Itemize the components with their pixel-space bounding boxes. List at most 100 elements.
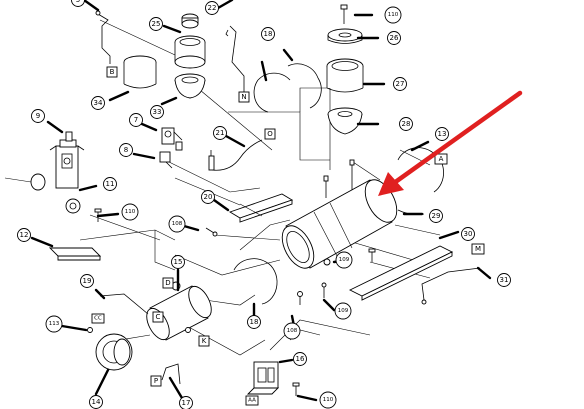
svg-text:CC: CC xyxy=(94,316,102,322)
svg-text:P: P xyxy=(154,377,158,385)
callout-26: 26 xyxy=(387,31,401,45)
svg-text:7: 7 xyxy=(134,116,138,124)
callout-21: 21 xyxy=(213,126,227,140)
part-18-ring-bottom xyxy=(233,258,278,305)
svg-text:15: 15 xyxy=(174,258,183,266)
svg-text:18: 18 xyxy=(264,30,273,38)
part-12-plate xyxy=(48,247,102,261)
callout-110: 110 xyxy=(384,6,402,24)
part-110-screw-bottom xyxy=(292,382,300,396)
callout-113: 113 xyxy=(45,315,63,333)
tag-N: N xyxy=(238,91,250,103)
svg-text:33: 33 xyxy=(153,108,162,116)
tag-O: O xyxy=(264,128,276,140)
callout-29: 29 xyxy=(429,209,443,223)
callout-9: 9 xyxy=(31,109,45,123)
svg-text:13: 13 xyxy=(438,130,447,138)
svg-text:19: 19 xyxy=(83,277,92,285)
part-8-clip xyxy=(159,151,173,169)
svg-text:K: K xyxy=(202,337,207,345)
svg-text:29: 29 xyxy=(432,212,441,220)
tag-AA: AA xyxy=(245,395,259,406)
part-round-gauge xyxy=(4,173,46,191)
part-110-screw-top xyxy=(340,4,348,24)
callout-18-bottom: 18 xyxy=(247,315,261,329)
part-20-rail xyxy=(228,193,294,223)
svg-text:22: 22 xyxy=(208,4,217,12)
part-17-rod xyxy=(161,363,181,385)
part-19-rod xyxy=(99,293,149,315)
part-108-screw-b xyxy=(297,291,303,305)
leader-lines xyxy=(30,0,492,402)
callout-11: 11 xyxy=(103,177,117,191)
callout-30: 30 xyxy=(461,227,475,241)
part-109-screw-a xyxy=(323,248,376,266)
svg-text:27: 27 xyxy=(396,80,405,88)
svg-text:5: 5 xyxy=(76,0,80,4)
tag-A: A xyxy=(434,153,448,165)
svg-text:8: 8 xyxy=(124,146,128,154)
svg-text:AA: AA xyxy=(248,398,256,404)
callout-5: 5 xyxy=(71,0,85,7)
part-26-cap xyxy=(327,28,363,44)
cylinder-pins xyxy=(323,159,355,198)
svg-text:110: 110 xyxy=(388,12,399,18)
letter-tags: B N O A M D CC C K P AA xyxy=(91,66,485,406)
part-28-cup xyxy=(327,107,363,135)
part-9-housing xyxy=(49,131,85,189)
svg-text:N: N xyxy=(241,93,246,101)
svg-text:31: 31 xyxy=(500,276,509,284)
callout-34: 34 xyxy=(91,96,105,110)
tag-CC: CC xyxy=(91,313,105,324)
part-25-cylinder xyxy=(174,13,206,69)
part-30-plate xyxy=(348,245,454,301)
svg-text:18: 18 xyxy=(250,318,259,326)
callout-14: 14 xyxy=(89,395,103,409)
callout-31: 31 xyxy=(497,273,511,287)
svg-text:D: D xyxy=(165,279,170,287)
tag-D: D xyxy=(162,277,174,289)
callout-110-bottom: 110 xyxy=(319,391,337,409)
svg-text:9: 9 xyxy=(36,112,40,120)
callout-8: 8 xyxy=(119,143,133,157)
callout-17: 17 xyxy=(179,396,193,409)
callout-18: 18 xyxy=(261,27,275,41)
callout-108-bottom: 108 xyxy=(283,322,301,340)
svg-text:28: 28 xyxy=(402,120,411,128)
callout-27: 27 xyxy=(393,77,407,91)
svg-text:109: 109 xyxy=(339,257,350,263)
main-cylinder xyxy=(281,179,398,269)
svg-text:O: O xyxy=(267,130,273,138)
tag-B: B xyxy=(106,66,118,78)
part-27-cylinder xyxy=(326,58,364,93)
svg-text:14: 14 xyxy=(92,398,101,406)
part-7-bracket xyxy=(161,127,183,151)
part-109-screw-b xyxy=(321,282,327,298)
svg-text:16: 16 xyxy=(296,355,305,363)
part-18-rings-top xyxy=(253,63,322,113)
callout-19: 19 xyxy=(80,274,94,288)
callout-15: 15 xyxy=(171,255,185,269)
callout-109: 109 xyxy=(335,251,353,269)
svg-text:25: 25 xyxy=(152,20,161,28)
svg-text:113: 113 xyxy=(49,321,60,327)
callout-108: 108 xyxy=(168,215,186,233)
svg-text:12: 12 xyxy=(20,231,29,239)
svg-text:11: 11 xyxy=(106,180,115,188)
part-5-rod xyxy=(95,10,111,64)
part-11-knob xyxy=(65,198,81,214)
svg-text:34: 34 xyxy=(94,99,103,107)
part-16-bracket xyxy=(246,361,280,395)
callout-12: 12 xyxy=(17,228,31,242)
part-33-cup xyxy=(174,73,206,99)
callout-7: 7 xyxy=(129,113,143,127)
part-31-rod xyxy=(421,267,481,305)
part-14-flange xyxy=(95,333,133,371)
callout-16: 16 xyxy=(293,352,307,366)
callout-110-left: 110 xyxy=(121,203,139,221)
part-21-cable xyxy=(208,139,263,171)
callout-28: 28 xyxy=(399,117,413,131)
callout-22: 22 xyxy=(205,1,219,15)
svg-text:108: 108 xyxy=(172,221,183,227)
callout-13: 13 xyxy=(435,127,449,141)
